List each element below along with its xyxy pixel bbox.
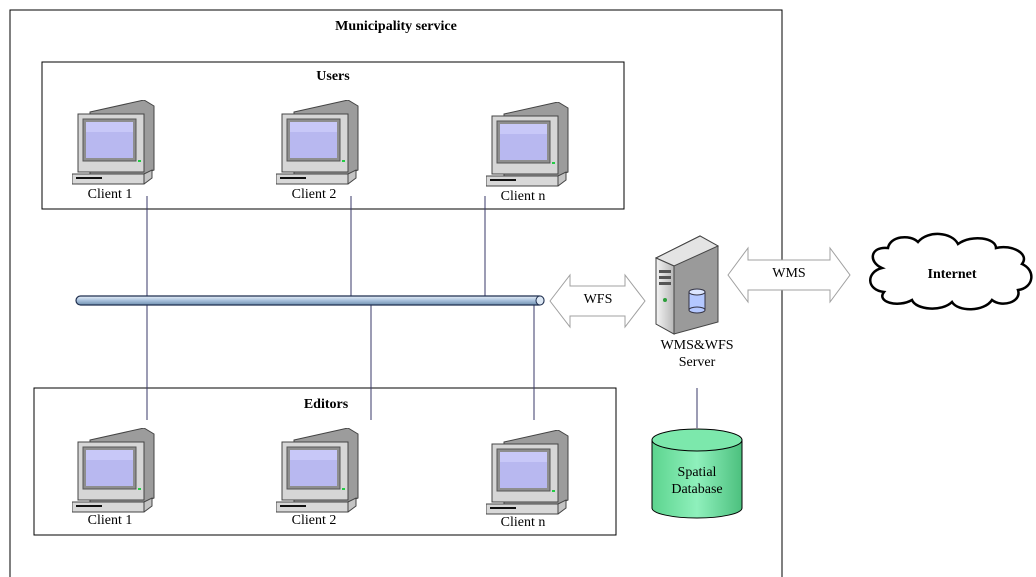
network-bus bbox=[75, 295, 545, 306]
editor-client-2-label: Client 2 bbox=[291, 513, 337, 528]
editor-client-1-computer-icon bbox=[72, 428, 158, 514]
user-client-1-computer-icon bbox=[72, 100, 158, 186]
municipality-service-frame bbox=[9, 9, 783, 577]
database-label-line2: Database bbox=[671, 482, 723, 497]
users-box bbox=[41, 61, 625, 210]
database-label-line1: Spatial bbox=[677, 465, 717, 480]
user-client-2-label: Client 2 bbox=[291, 187, 337, 202]
wms-arrow bbox=[727, 246, 851, 304]
editor-client-n-computer-icon bbox=[486, 430, 572, 516]
editors-title: Editors bbox=[303, 397, 349, 412]
editor-client-1-label: Client 1 bbox=[87, 513, 133, 528]
wms-label: WMS bbox=[772, 266, 806, 281]
network-links bbox=[146, 196, 698, 428]
database-icon bbox=[651, 428, 743, 519]
server-label-line1: WMS&WFS bbox=[660, 338, 734, 353]
editors-box bbox=[33, 387, 617, 536]
server-icon bbox=[654, 235, 720, 335]
editor-client-2-computer-icon bbox=[276, 428, 362, 514]
municipality-service-title: Municipality service bbox=[335, 19, 457, 34]
editor-client-n-label: Client n bbox=[500, 515, 546, 530]
user-client-n-computer-icon bbox=[486, 102, 572, 188]
internet-label: Internet bbox=[927, 267, 977, 282]
wfs-label: WFS bbox=[583, 292, 613, 307]
internet-cloud-icon bbox=[869, 232, 1033, 311]
users-title: Users bbox=[316, 69, 350, 84]
user-client-n-label: Client n bbox=[500, 189, 546, 204]
wfs-arrow bbox=[549, 273, 646, 329]
user-client-2-computer-icon bbox=[276, 100, 362, 186]
user-client-1-label: Client 1 bbox=[87, 187, 133, 202]
server-label-line2: Server bbox=[678, 355, 716, 370]
